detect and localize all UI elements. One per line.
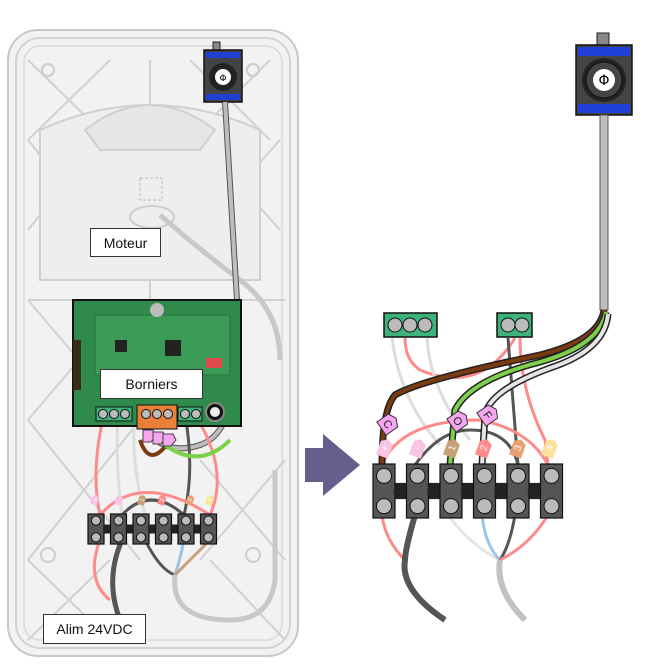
- terminal-marker: 3: [185, 495, 195, 506]
- wires-right: [378, 309, 612, 623]
- arrow-icon: [305, 434, 360, 496]
- terminal-block: [87, 513, 105, 545]
- terminal-marker-label: +: [379, 443, 391, 452]
- terminal-markers-right: + - 1 2 3 4: [376, 439, 558, 459]
- terminal-marker: -: [114, 495, 124, 506]
- terminal-marker: 1: [137, 495, 147, 506]
- terminal-block: [372, 463, 396, 519]
- terminal-marker: -: [409, 439, 426, 459]
- connector-2pin-right: [496, 312, 533, 338]
- terminal-block: [472, 463, 497, 519]
- label-power: Alim 24VDC: [43, 614, 146, 644]
- terminal-marker: 3: [509, 439, 526, 459]
- terminal-marker-label: 3: [187, 498, 194, 503]
- terminal-strip-right: [372, 463, 564, 519]
- pcb-connector-2pin-green: [177, 406, 203, 422]
- terminal-marker: 1: [443, 439, 460, 459]
- connector-3pin-right: [383, 312, 438, 338]
- label-motor: Moteur: [90, 228, 161, 257]
- terminal-block: [132, 513, 150, 545]
- terminal-block: [109, 513, 128, 545]
- key-switch-right: Φ: [575, 32, 633, 116]
- svg-text:Φ: Φ: [219, 74, 226, 84]
- terminal-marker-label: 2: [479, 444, 491, 453]
- pcb-connector-3pin-green: [95, 406, 133, 422]
- terminal-marker: 2: [157, 495, 167, 506]
- terminal-marker-label: +: [92, 498, 99, 503]
- terminal-marker-label: 2: [159, 498, 166, 503]
- terminal-strip-left: [87, 513, 218, 545]
- pcb-connector-3pin-orange: [136, 404, 178, 430]
- terminal-marker: +: [90, 495, 100, 506]
- terminal-block: [539, 463, 564, 519]
- terminal-block: [405, 463, 430, 519]
- terminal-marker: 4: [205, 495, 215, 506]
- terminal-marker: 4: [541, 439, 558, 459]
- terminal-marker: 2: [475, 439, 492, 459]
- terminal-marker-label: 3: [513, 443, 525, 452]
- terminal-block: [199, 513, 218, 545]
- key-switch-left: Φ: [203, 41, 243, 103]
- label-terminals: Borniers: [100, 369, 203, 399]
- terminal-marker-label: 1: [447, 443, 459, 452]
- terminal-block: [154, 513, 173, 545]
- terminal-marker: +: [376, 439, 393, 459]
- terminal-block: [506, 463, 530, 519]
- terminal-block: [177, 513, 195, 545]
- connector-tags-right: C O F: [376, 404, 499, 436]
- terminal-marker-label: 1: [139, 498, 146, 503]
- terminal-marker-label: 4: [545, 443, 557, 452]
- connector-tags-left: [142, 429, 177, 447]
- terminal-marker-label: 4: [207, 498, 214, 503]
- svg-text:Φ: Φ: [598, 73, 609, 89]
- terminal-marker-label: -: [413, 445, 424, 452]
- terminal-block: [439, 463, 463, 519]
- pcb-board: [72, 299, 242, 427]
- terminal-marker-label: -: [117, 498, 123, 502]
- terminal-markers-left: + - 1 2 3 4: [90, 495, 215, 506]
